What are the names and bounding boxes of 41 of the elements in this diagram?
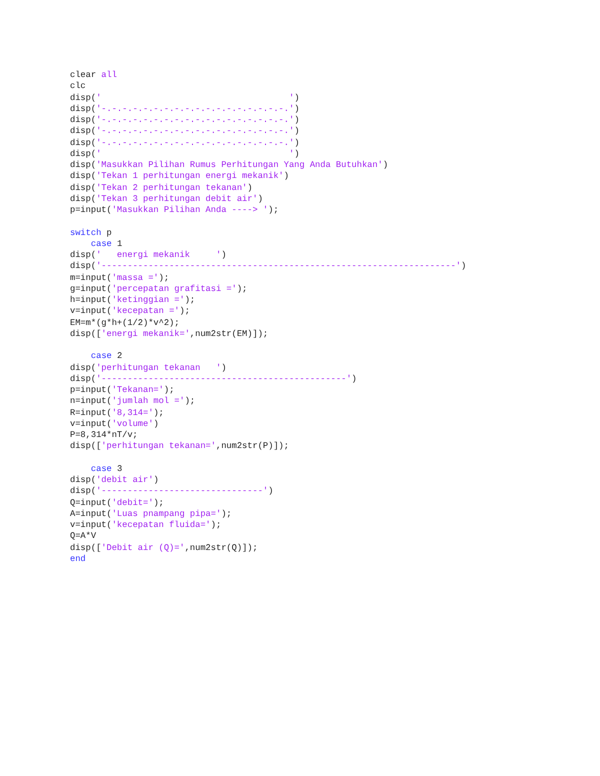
code-line: case 3 (90, 464, 122, 475)
code-line: h=input('ketinggian ='); (70, 295, 196, 306)
code-line: P=8,314*nT/v; (70, 430, 138, 442)
code-line: disp(['Debit air (Q)=',num2str(Q)]); (70, 542, 258, 554)
code-line: disp(['perhitungan tekanan=',num2str(P)]); (70, 441, 289, 452)
code-line: disp('-----------------------------------------------') (70, 374, 357, 385)
code-line: R=input('8,314='); (70, 408, 164, 419)
code-line: disp('Tekan 1 perhitungan energi mekanik') (70, 171, 289, 182)
code-line: disp('Tekan 3 perhitungan debit air') (70, 194, 263, 205)
code-line: disp(' ') (70, 148, 300, 160)
code-line: case 2 (90, 351, 122, 362)
code-line: m=input('massa ='); (70, 272, 170, 284)
code-line: p=input('Masukkan Pilihan Anda ----> '); (70, 205, 279, 216)
code-line: n=input('jumlah mol ='); (70, 396, 196, 408)
code-line: disp('-------------------------------') (70, 486, 274, 498)
code-line: disp('-.-.-.-.-.-.-.-.-.-.-.-.-.-.-.-.-.-.') (70, 138, 300, 149)
code-line: switch p (70, 228, 112, 239)
code-line: disp('--------------------------------------------------------------------') (70, 261, 466, 272)
code-line: A=input('Luas pnampang pipa='); (70, 508, 232, 520)
code-line: disp(' energi mekanik ') (70, 250, 226, 262)
code-line: clear all (70, 70, 117, 82)
code-line: EM=m*(g*h+(1/2)*v^2); (70, 318, 180, 329)
code-line: clc (70, 81, 86, 92)
code-line: disp('-.-.-.-.-.-.-.-.-.-.-.-.-.-.-.-.-.-.') (70, 104, 300, 115)
code-line: disp('perhitungan tekanan ') (70, 362, 226, 374)
code-line: v=input('volume') (70, 418, 159, 430)
code-line: disp('-.-.-.-.-.-.-.-.-.-.-.-.-.-.-.-.-.-.') (70, 126, 300, 138)
code-line: p=input('Tekanan='); (70, 385, 174, 396)
code-line: disp('debit air') (70, 475, 159, 486)
code-line: v=input('kecepatan ='); (70, 306, 190, 318)
code-line: case 1 (90, 238, 122, 250)
code-line: disp('Masukkan Pilihan Rumus Perhitungan Yang Anda Butuhkan') (70, 160, 388, 172)
code-line: disp('-.-.-.-.-.-.-.-.-.-.-.-.-.-.-.-.-.-.') (70, 115, 300, 126)
code-line: v=input('kecepatan fluida='); (70, 520, 222, 532)
code-line: Q=input('debit='); (70, 498, 164, 509)
code-line: end (70, 554, 86, 565)
code-line: disp('Tekan 2 perhitungan tekanan') (70, 182, 252, 194)
code-line: g=input('percepatan grafitasi ='); (70, 284, 248, 295)
code-line: disp(' ') (70, 92, 300, 104)
code-line: disp(['energi mekanik=',num2str(EM)]); (70, 328, 268, 340)
code-line: Q=A*V (70, 531, 96, 542)
